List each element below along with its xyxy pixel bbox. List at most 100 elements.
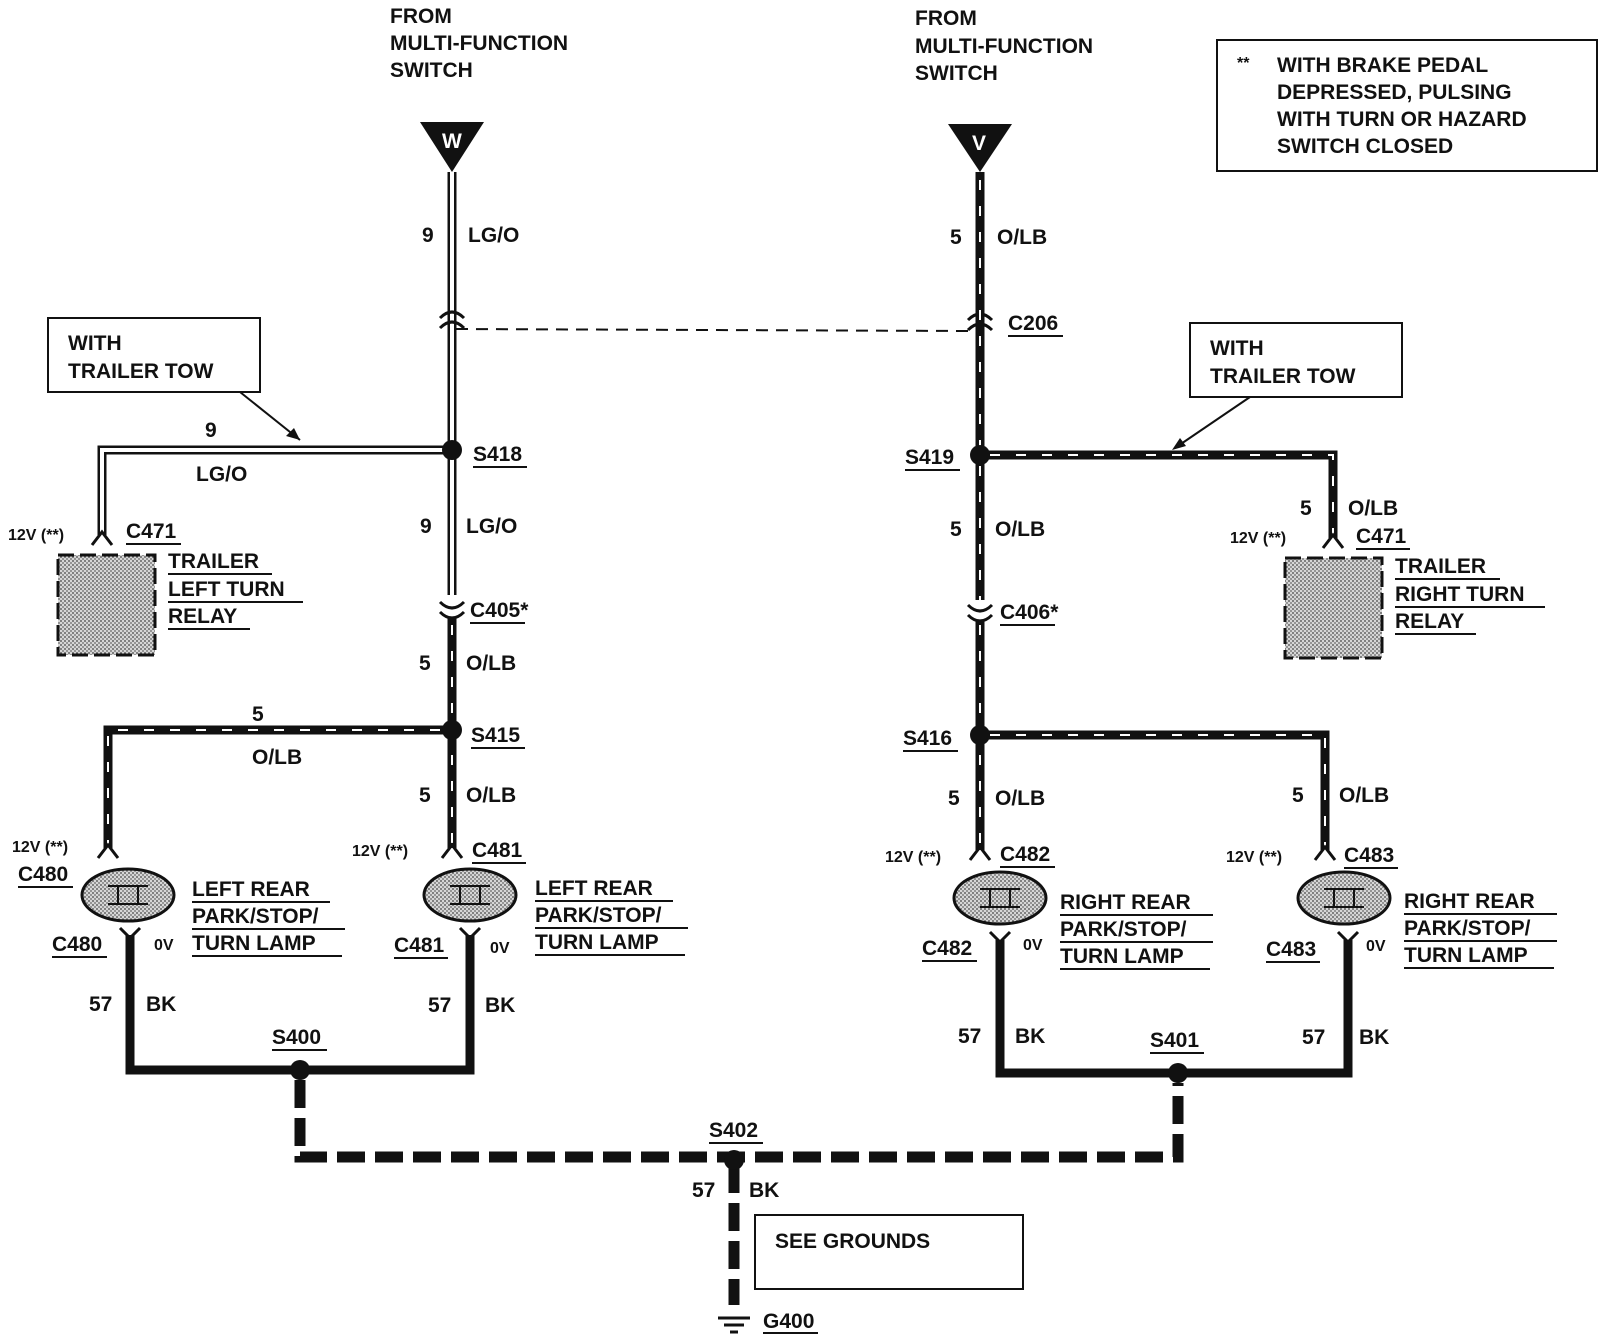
lamp3-line-3: TURN LAMP <box>1060 945 1184 968</box>
right-trailer-relay <box>1283 556 1384 660</box>
legend-line-3: WITH TURN OR HAZARD <box>1277 108 1527 131</box>
right-relay-line-2: RIGHT TURN <box>1395 583 1525 606</box>
legend-line-2: DEPRESSED, PULSING <box>1277 81 1512 104</box>
right-trailer-tow-pointer <box>1174 396 1251 449</box>
left-rear-lamp-2 <box>422 867 518 923</box>
lamp3-line-1: RIGHT REAR <box>1060 891 1191 914</box>
c480-bottom-label: C480 <box>52 933 102 956</box>
gnd-main-color: BK <box>749 1179 779 1202</box>
left-lamp-branch-color: O/LB <box>252 746 302 769</box>
c482-top-cap <box>968 844 992 861</box>
s419-splice-dot <box>970 445 990 465</box>
right-top-color: O/LB <box>997 226 1047 249</box>
left-source-line-2: MULTI-FUNCTION <box>390 32 568 55</box>
c482-ground-wire <box>995 940 1178 1078</box>
c405-label: C405* <box>470 599 529 622</box>
c481-top-label: C481 <box>472 839 523 862</box>
c206-left-connector <box>438 310 466 330</box>
c483-bottom-label: C483 <box>1266 938 1316 961</box>
left-relay-line-3: RELAY <box>168 605 237 628</box>
left-lamp2-circuit: 5 <box>419 784 431 807</box>
right-branch-circuit: 5 <box>1300 497 1312 520</box>
left-trailer-tow-line-2: TRAILER TOW <box>68 360 214 383</box>
v0-c481: 0V <box>490 940 510 957</box>
s402-label: S402 <box>709 1119 758 1142</box>
see-grounds-text: SEE GROUNDS <box>775 1230 930 1253</box>
left-trailer-relay-label: TRAILER LEFT TURN RELAY <box>168 550 303 630</box>
c480-top-label: C480 <box>18 863 68 886</box>
v0-c480: 0V <box>154 937 174 954</box>
c481-ground-wire <box>300 935 475 1075</box>
v12-c483: 12V (**) <box>1226 849 1282 866</box>
c206-label: C206 <box>1008 312 1058 335</box>
right-source-line-3: SWITCH <box>915 62 998 85</box>
left-rear-lamp-1 <box>80 867 176 923</box>
c483-top-label: C483 <box>1344 844 1394 867</box>
right-mid-color: O/LB <box>995 518 1045 541</box>
gnd-main-circuit: 57 <box>692 1179 715 1202</box>
right-trailer-tow-box <box>1189 322 1403 398</box>
s416-label: S416 <box>903 727 952 750</box>
left-source-line-3: SWITCH <box>390 59 473 82</box>
terminal-v-triangle <box>948 124 1012 172</box>
left-relay-line-1: TRAILER <box>168 550 259 573</box>
gnd-c481-color: BK <box>485 994 515 1017</box>
right-branch-color: O/LB <box>1348 497 1398 520</box>
s415-label: S415 <box>471 724 520 747</box>
lamp4-label: RIGHT REAR PARK/STOP/ TURN LAMP <box>1404 890 1557 969</box>
legend-note-box <box>1216 39 1598 172</box>
left-lamp-branch-wire <box>103 725 452 848</box>
c471-right-connector-cap <box>1321 532 1345 549</box>
c482-top-label: C482 <box>1000 843 1050 866</box>
v12-c480: 12V (**) <box>12 839 68 856</box>
c482-bottom-label: C482 <box>922 937 972 960</box>
right-mid-circuit: 5 <box>950 518 962 541</box>
c471-right-label: C471 <box>1356 525 1407 548</box>
v0-c482: 0V <box>1023 937 1043 954</box>
right-trailer-tow-arrowhead <box>1172 438 1186 450</box>
left-trailer-branch-wire <box>97 445 452 535</box>
lamp1-line-3: TURN LAMP <box>192 932 316 955</box>
left-mid-color: LG/O <box>466 515 517 538</box>
v0-c483: 0V <box>1366 938 1386 955</box>
gnd-c482-circuit: 57 <box>958 1025 981 1048</box>
g400-ground-symbol <box>718 1316 750 1334</box>
left-lamp-branch-circuit: 5 <box>252 703 264 726</box>
left-top-circuit: 9 <box>422 224 434 247</box>
left-source-line-1: FROM <box>390 5 452 28</box>
legend-line-1: WITH BRAKE PEDAL <box>1277 54 1488 77</box>
c480-ground-wire <box>125 935 300 1075</box>
v12-c471-right: 12V (**) <box>1230 530 1286 547</box>
c406-label: C406* <box>1000 601 1059 624</box>
lamp3-line-2: PARK/STOP/ <box>1060 918 1187 941</box>
left-lamp2-color: O/LB <box>466 784 516 807</box>
right-rear-lamp-2 <box>1296 870 1392 926</box>
left-branch-color: LG/O <box>196 463 247 486</box>
left-mid-circuit: 9 <box>420 515 432 538</box>
lamp1-line-1: LEFT REAR <box>192 878 310 901</box>
left-relay-line-2: LEFT TURN <box>168 578 285 601</box>
lamp2-line-1: LEFT REAR <box>535 877 653 900</box>
s416-splice-dot <box>970 725 990 745</box>
right-relay-line-1: TRAILER <box>1395 555 1486 578</box>
lamp1-line-2: PARK/STOP/ <box>192 905 319 928</box>
terminal-w-triangle <box>420 122 484 172</box>
right-trailer-relay-label: TRAILER RIGHT TURN RELAY <box>1395 555 1545 635</box>
lamp2-line-2: PARK/STOP/ <box>535 904 662 927</box>
c483-top-cap <box>1313 844 1337 861</box>
s402-splice-dot <box>724 1150 744 1170</box>
v12-c471-left: 12V (**) <box>8 527 64 544</box>
s419-label: S419 <box>905 446 954 469</box>
lamp2-label: LEFT REAR PARK/STOP/ TURN LAMP <box>535 877 688 956</box>
right-source-line-2: MULTI-FUNCTION <box>915 35 1093 58</box>
left-top-color: LG/O <box>468 224 519 247</box>
v12-c481: 12V (**) <box>352 843 408 860</box>
lamp4-line-3: TURN LAMP <box>1404 944 1528 967</box>
s415-splice-dot <box>442 720 462 740</box>
c405-connector <box>438 600 466 620</box>
lamp4-line-2: PARK/STOP/ <box>1404 917 1531 940</box>
right-source-label: FROM MULTI-FUNCTION SWITCH <box>915 7 1093 85</box>
c471-left-connector-cap <box>90 529 114 546</box>
left-trailer-relay <box>56 553 157 657</box>
